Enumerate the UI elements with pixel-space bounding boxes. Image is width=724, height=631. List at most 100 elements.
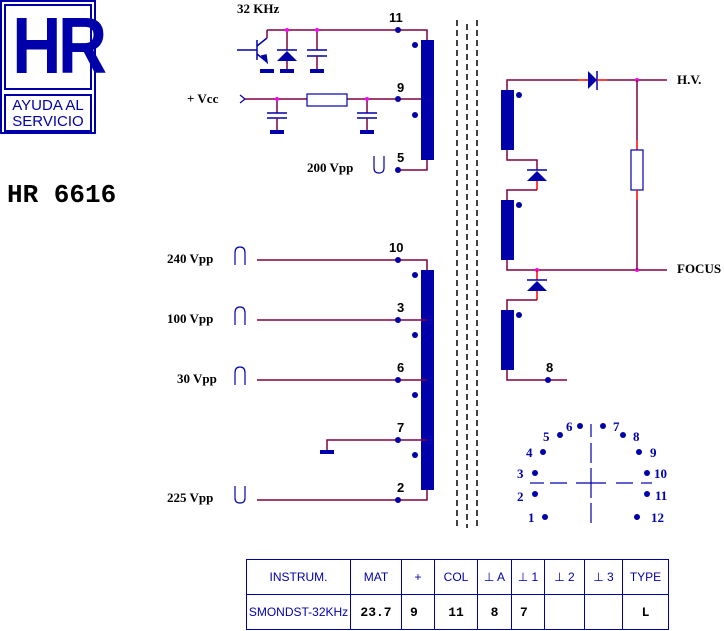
pin-2-label: 2 xyxy=(397,480,404,495)
secondary-section: 10 240 Vpp 3 100 Vpp 6 30 Vpp 7 2 225 Vp… xyxy=(167,240,434,505)
logo-subtitle-line2: SERVICIO xyxy=(12,113,84,130)
hv-section: H.V. FOCUS 8 xyxy=(501,71,721,383)
pin-3-label: 3 xyxy=(397,300,404,315)
damper-diode-icon xyxy=(277,28,297,73)
spec-table-value-row: SMONDST-32KHz 23.7 9 11 8 7 L xyxy=(246,594,669,630)
pin-7-dot xyxy=(395,437,401,443)
hv-winding-1 xyxy=(501,90,514,150)
value-mat: 23.7 xyxy=(350,594,402,630)
cascade-diode-1-icon xyxy=(527,169,547,190)
header-instrum: INSTRUM. xyxy=(246,559,351,595)
header-gnd-2: ⊥ 2 xyxy=(544,559,585,595)
transistor-icon xyxy=(237,30,274,73)
phase-dot xyxy=(412,112,418,118)
primary-section: 32 KHz xyxy=(187,1,434,175)
hv-winding-3 xyxy=(501,310,514,370)
pin-6-vpp-label: 30 Vpp xyxy=(177,371,217,386)
pin-5-vpp-label: 200 Vpp xyxy=(307,160,353,175)
primary-winding xyxy=(421,40,434,160)
wire-pin-2 xyxy=(257,490,428,501)
phase-dot xyxy=(516,202,522,208)
wire-pin-11 xyxy=(267,29,428,40)
filter-capacitor-1-icon xyxy=(267,97,287,134)
socket-pin-6: 6 xyxy=(566,419,573,434)
pin-3-vpp-label: 100 Vpp xyxy=(167,311,213,326)
wire-pin-5 xyxy=(398,160,428,171)
value-col: 11 xyxy=(434,594,478,630)
negative-pulse-icon xyxy=(234,486,246,504)
focus-label: FOCUS xyxy=(677,261,721,276)
pin-5-dot xyxy=(395,167,401,173)
pin-6-label: 6 xyxy=(397,360,404,375)
value-gnd-1: 7 xyxy=(511,594,545,630)
socket-pin-3: 3 xyxy=(517,466,524,481)
phase-dot xyxy=(516,92,522,98)
header-plus: + xyxy=(401,559,435,595)
value-instrum: SMONDST-32KHz xyxy=(246,594,351,630)
phase-dot xyxy=(412,332,418,338)
hv-winding-2 xyxy=(501,200,514,260)
socket-pin-4: 4 xyxy=(526,445,533,460)
socket-pin-10: 10 xyxy=(654,466,667,481)
wire xyxy=(506,299,537,310)
pin-2-dot xyxy=(395,497,401,503)
filter-capacitor-2-icon xyxy=(357,97,377,134)
negative-pulse-icon xyxy=(373,156,385,174)
socket-pin-9: 9 xyxy=(650,445,657,460)
phase-dot xyxy=(412,452,418,458)
positive-pulse-icon xyxy=(234,306,246,325)
focus-resistor-icon xyxy=(630,149,644,191)
pin-6-dot xyxy=(395,377,401,383)
phase-dot xyxy=(412,392,418,398)
resistor-icon xyxy=(306,93,348,107)
wire-pin-7 xyxy=(326,439,427,450)
socket-pin-7: 7 xyxy=(613,419,620,434)
pin-10-vpp-label: 240 Vpp xyxy=(167,251,213,266)
socket-pin-1: 1 xyxy=(528,510,535,525)
secondary-winding xyxy=(421,270,434,490)
header-gnd-1: ⊥ 1 xyxy=(511,559,545,595)
header-gnd-a: ⊥ A xyxy=(477,559,512,595)
pin-2-vpp-label: 225 Vpp xyxy=(167,490,213,505)
value-gnd-3 xyxy=(584,594,623,630)
ground-icon xyxy=(320,450,334,454)
socket-pinout: 1 2 3 4 5 6 7 8 9 10 11 12 xyxy=(517,419,667,525)
hv-label: H.V. xyxy=(677,72,701,87)
header-type: TYPE xyxy=(622,559,669,595)
socket-pin-dots xyxy=(532,423,650,520)
spec-table-header-row: INSTRUM. MAT + COL ⊥ A ⊥ 1 ⊥ 2 ⊥ 3 TYPE xyxy=(246,559,669,595)
model-title: HR 6616 xyxy=(7,180,117,210)
positive-pulse-icon xyxy=(234,366,246,385)
logo-subtitle-line1: AYUDA AL xyxy=(12,97,84,114)
socket-pin-2: 2 xyxy=(517,489,524,504)
pin-11-dot xyxy=(395,27,401,33)
wire-pin-10 xyxy=(257,259,428,270)
wire xyxy=(506,189,537,200)
pin-10-label: 10 xyxy=(389,240,403,255)
frequency-label: 32 KHz xyxy=(237,1,279,16)
wire xyxy=(506,150,538,170)
value-type: L xyxy=(622,594,669,630)
tuning-capacitor-icon xyxy=(307,28,327,73)
phase-dot xyxy=(516,312,522,318)
socket-pin-11: 11 xyxy=(655,488,667,503)
value-plus: 9 xyxy=(401,594,435,630)
pin-7-label: 7 xyxy=(397,420,404,435)
pin-3-dot xyxy=(395,317,401,323)
phase-dot xyxy=(412,272,418,278)
wire-hv-top xyxy=(506,79,578,90)
pin-5-label: 5 xyxy=(397,150,404,165)
pin-10-dot xyxy=(395,257,401,263)
header-col: COL xyxy=(434,559,478,595)
vcc-label: + Vcc xyxy=(187,91,219,106)
socket-pin-8: 8 xyxy=(633,429,640,444)
spec-table: INSTRUM. MAT + COL ⊥ A ⊥ 1 ⊥ 2 ⊥ 3 TYPE … xyxy=(246,559,669,630)
value-gnd-2 xyxy=(544,594,585,630)
hv-diode-icon xyxy=(578,71,607,90)
pin-9-dot xyxy=(395,96,401,102)
wire-pin-8 xyxy=(506,370,567,381)
socket-pin-12: 12 xyxy=(651,510,664,525)
pin-8-dot xyxy=(545,377,551,383)
positive-pulse-icon xyxy=(234,246,246,265)
